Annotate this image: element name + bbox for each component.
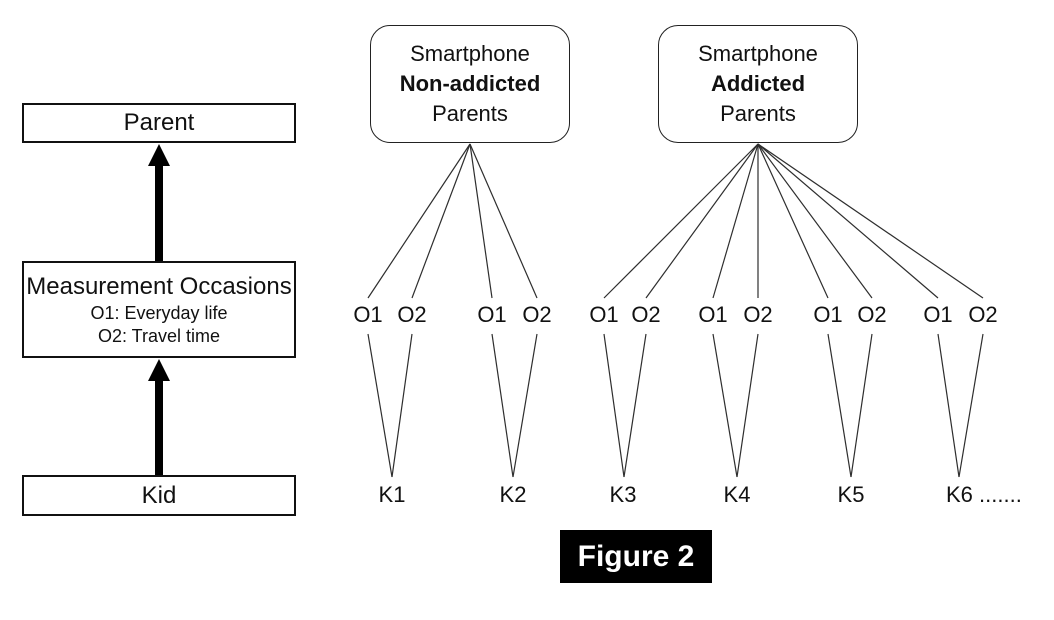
measurement-occasions-box: Measurement Occasions O1: Everyday life …	[22, 261, 296, 358]
occasion-label: O2	[857, 302, 887, 327]
nonaddicted-box-line2: Non-addicted	[399, 71, 541, 96]
occasion-label: O1	[477, 302, 507, 327]
kid-box: Kid	[22, 475, 296, 516]
addicted-box-line1: Smartphone	[698, 41, 818, 66]
occasion-label: O2	[743, 302, 773, 327]
figure-caption-text: Figure 2	[577, 539, 695, 573]
measurement-occasions-title: Measurement Occasions	[26, 272, 292, 300]
occasion-1-description: O1: Everyday life	[90, 302, 228, 323]
addicted-box-line2: Addicted	[710, 71, 806, 96]
fan-lines-addicted	[603, 143, 984, 299]
occasion-label: O1	[353, 302, 383, 327]
occasion-label: O1	[589, 302, 619, 327]
fan-lines-nonaddicted	[367, 143, 538, 299]
figure-caption: Figure 2	[560, 530, 712, 583]
addicted-parents-box: Smartphone Addicted Parents	[658, 25, 858, 143]
nonaddicted-parents-box: Smartphone Non-addicted Parents	[370, 25, 570, 143]
kid-box-label: Kid	[141, 481, 177, 509]
parent-box: Parent	[22, 103, 296, 143]
kid-label: K3	[609, 482, 637, 507]
occasion-label: O2	[631, 302, 661, 327]
up-arrow-measurement-to-parent	[148, 144, 170, 261]
parent-box-label: Parent	[123, 109, 195, 136]
kid-label: K5	[837, 482, 865, 507]
nonaddicted-box-line3: Parents	[432, 101, 508, 126]
kid-label: K1	[378, 482, 406, 507]
occasion-label: O2	[397, 302, 427, 327]
nonaddicted-box-line1: Smartphone	[410, 41, 530, 66]
occasion-label: O2	[522, 302, 552, 327]
up-arrow-kid-to-measurement	[148, 359, 170, 475]
occasion-label: O2	[968, 302, 998, 327]
occasion-label: O1	[923, 302, 953, 327]
kid-label: K6 .......	[946, 482, 1022, 507]
kid-label: K2	[499, 482, 527, 507]
occasion-label: O1	[698, 302, 728, 327]
occasion-to-kid-lines	[367, 333, 984, 478]
occasion-label: O1	[813, 302, 843, 327]
occasion-2-description: O2: Travel time	[97, 325, 221, 346]
addicted-box-line3: Parents	[720, 101, 796, 126]
kid-label: K4	[723, 482, 751, 507]
